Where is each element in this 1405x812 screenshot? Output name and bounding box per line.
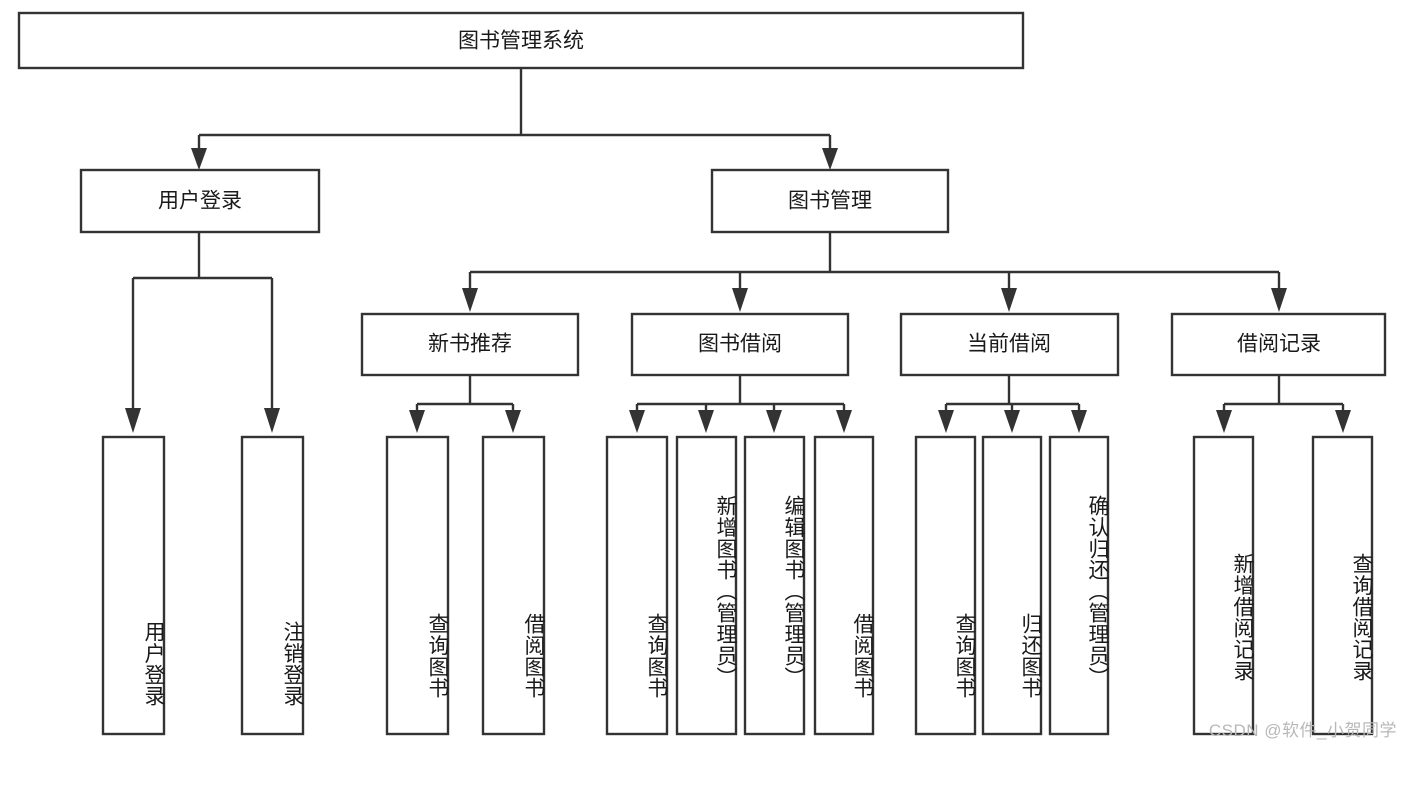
node-leaf-add-borrow-record-box[interactable]	[1192, 435, 1255, 736]
arrow-to-current-borrow	[1001, 288, 1017, 312]
node-user-login[interactable]: 用户登录	[79, 168, 321, 234]
tree-diagram: 图书管理系统 用户登录 图书管理 新书推荐 图书借阅 当前	[17, 11, 1387, 736]
node-leaf-borrow-book-box[interactable]	[813, 435, 875, 736]
arrow-leaf-query-book-rec	[409, 410, 425, 433]
node-root-label: 图书管理系统	[458, 30, 584, 53]
arrow-to-new-book-recommend	[462, 288, 478, 312]
arrow-leaf-add-book-admin	[698, 410, 714, 433]
arrow-to-book-borrow	[732, 288, 748, 312]
arrow-leaf-user-login	[125, 408, 141, 433]
node-book-manage-label: 图书管理	[788, 190, 872, 213]
node-leaf-add-book-admin-box[interactable]	[675, 435, 738, 736]
node-leaf-edit-book-admin-box[interactable]	[743, 435, 806, 736]
node-leaf-query-borrow-record-box[interactable]	[1311, 435, 1374, 736]
node-new-book-recommend[interactable]: 新书推荐	[360, 312, 580, 377]
watermark-text: CSDN @软件_小贺同学	[1208, 721, 1397, 740]
node-leaf-query-book-rec-box[interactable]	[385, 435, 450, 736]
node-leaf-query-book-borrow-box[interactable]	[605, 435, 669, 736]
arrow-leaf-confirm-return-admin	[1071, 410, 1087, 433]
node-book-manage[interactable]: 图书管理	[710, 168, 950, 234]
arrow-leaf-query-borrow-record	[1335, 410, 1351, 433]
node-book-borrow-label: 图书借阅	[698, 333, 782, 356]
node-current-borrow-label: 当前借阅	[967, 333, 1051, 356]
arrow-to-book-manage	[822, 148, 838, 170]
node-book-borrow-box[interactable]	[630, 312, 850, 377]
arrow-leaf-query-book-borrow	[629, 410, 645, 433]
node-layer: 图书管理系统 用户登录 图书管理 新书推荐 图书借阅 当前	[17, 11, 1387, 736]
node-leaf-logout-login-box[interactable]	[240, 435, 305, 736]
node-leaf-return-book-box[interactable]	[981, 435, 1043, 736]
node-current-borrow-box[interactable]	[899, 312, 1120, 377]
node-leaf-confirm-return-admin-box[interactable]	[1048, 435, 1110, 736]
diagram-canvas: 图书管理系统 用户登录 图书管理 新书推荐 图书借阅 当前	[17, 11, 1397, 740]
node-new-book-recommend-box[interactable]	[360, 312, 580, 377]
node-book-manage-box[interactable]	[710, 168, 950, 234]
node-leaf-user-login-box[interactable]	[101, 435, 166, 736]
node-leaf-query-book-current-box[interactable]	[914, 435, 977, 736]
node-borrow-record[interactable]: 借阅记录	[1170, 312, 1387, 377]
arrow-leaf-query-book-current	[938, 410, 954, 433]
node-user-login-box[interactable]	[79, 168, 321, 234]
edge-layer	[125, 68, 1351, 433]
node-leaf-borrow-book-rec-box[interactable]	[481, 435, 546, 736]
arrow-leaf-add-borrow-record	[1216, 410, 1232, 433]
node-new-book-recommend-label: 新书推荐	[428, 333, 512, 356]
node-current-borrow[interactable]: 当前借阅	[899, 312, 1120, 377]
arrow-to-user-login	[191, 148, 207, 170]
arrow-to-borrow-record	[1271, 288, 1287, 312]
arrow-leaf-borrow-book-rec	[505, 410, 521, 433]
node-borrow-record-label: 借阅记录	[1237, 333, 1321, 356]
node-book-borrow[interactable]: 图书借阅	[630, 312, 850, 377]
arrow-leaf-edit-book-admin	[766, 410, 782, 433]
node-root[interactable]: 图书管理系统	[17, 11, 1025, 70]
arrow-leaf-logout-login	[264, 408, 280, 433]
arrow-leaf-borrow-book	[836, 410, 852, 433]
arrow-leaf-return-book	[1004, 410, 1020, 433]
node-root-box[interactable]	[17, 11, 1025, 70]
node-borrow-record-box[interactable]	[1170, 312, 1387, 377]
node-user-login-label: 用户登录	[158, 190, 242, 213]
